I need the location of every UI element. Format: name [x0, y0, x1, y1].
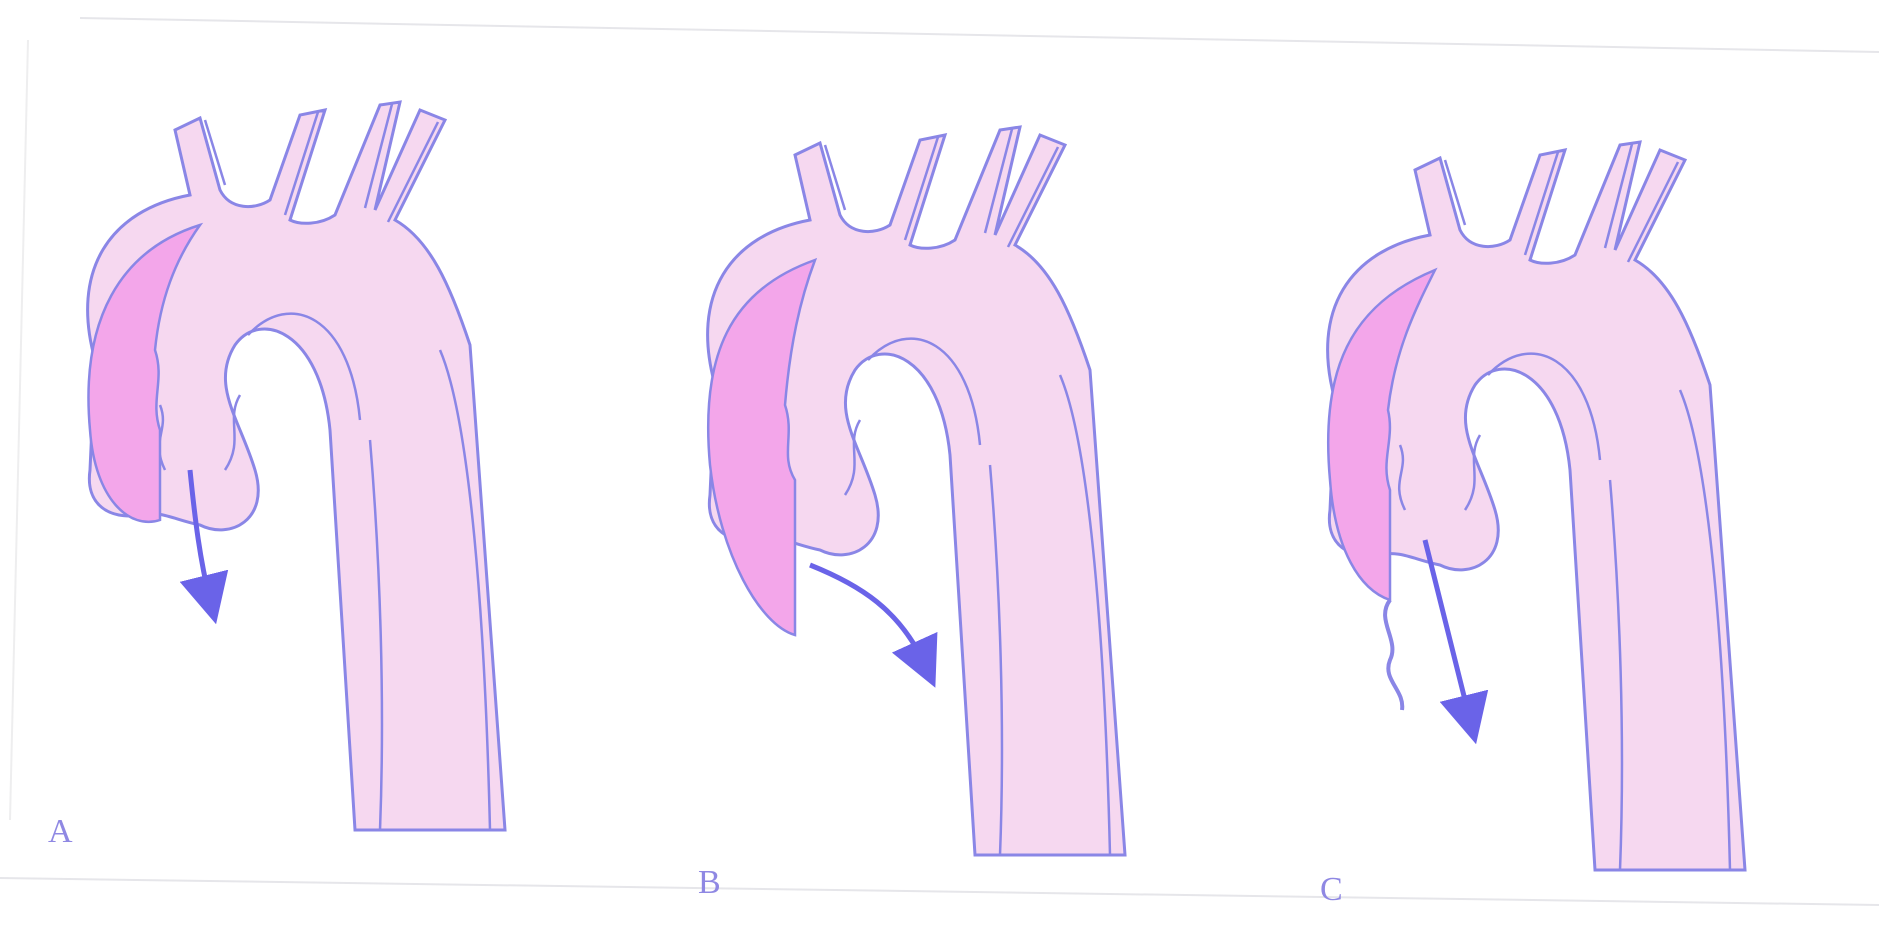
panel-b: B	[698, 127, 1125, 901]
panel-label-a: A	[48, 813, 73, 850]
page-edge-left	[10, 40, 28, 820]
torn-intimal-flap-c	[1385, 600, 1402, 710]
panel-a: A	[48, 102, 505, 850]
panel-c: C	[1320, 142, 1745, 908]
page-edge-bottom	[0, 878, 1879, 905]
page-edge-top	[80, 18, 1879, 52]
flow-arrow-b	[810, 565, 925, 665]
panel-label-b: B	[698, 864, 721, 901]
panel-label-c: C	[1320, 871, 1343, 908]
